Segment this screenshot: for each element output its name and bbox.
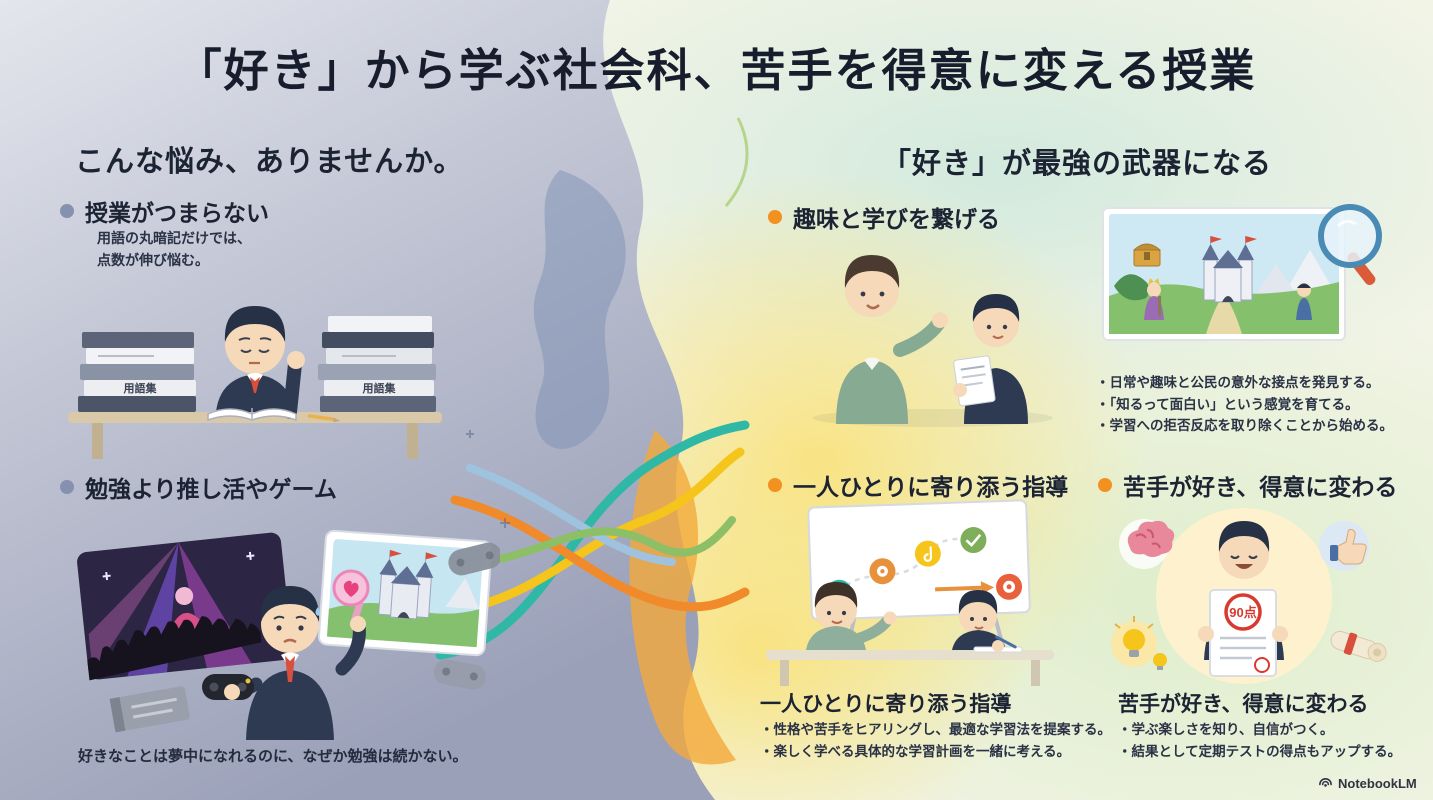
- game-controller-icon: [434, 659, 486, 690]
- blue-blob: [533, 170, 626, 449]
- roadmap-nodes: [826, 527, 1023, 606]
- sparkles: [466, 430, 510, 528]
- writing-student: [952, 590, 1023, 653]
- bullet-line: ・性格や苦手をヒアリングし、最適な学習法を提案する。: [760, 722, 1111, 737]
- bullet-line: ・日常や趣味と公民の意外な接点を発見する。: [1096, 375, 1380, 390]
- concert-screen: [77, 532, 293, 681]
- notebooklm-brand: NotebookLM: [1318, 776, 1417, 791]
- left-item-desc: 用語の丸暗記だけでは、 点数が伸び悩む。: [97, 230, 251, 268]
- score-label: 90点: [1229, 605, 1256, 620]
- diploma-icon: [1330, 630, 1387, 662]
- conversation-illustration: [813, 255, 1053, 427]
- notebooklm-logo-icon: [1319, 778, 1332, 787]
- light-bulb-icon: [1111, 616, 1167, 670]
- section-title: 一人ひとりに寄り添う指導: [793, 474, 1069, 500]
- sparkle-icon: [102, 551, 255, 581]
- book-stack-right: 用語集: [318, 316, 436, 412]
- test-paper: 90点: [1198, 589, 1288, 677]
- section-c-subtitle: 苦手が好き、得意に変わる: [1118, 693, 1369, 716]
- success-illustration: 90点: [1111, 508, 1387, 684]
- left-heading: こんな悩み、ありませんか。: [75, 146, 464, 178]
- confused-student: [202, 569, 370, 740]
- mentor-person: [836, 255, 948, 424]
- section-title: 苦手が好き、得意に変わる: [1123, 474, 1398, 500]
- left-item-boring-class: 授業がつまらない: [60, 194, 269, 228]
- bullet-line: ・「知るって面白い」という感覚を育てる。: [1096, 396, 1359, 412]
- bullet-line: ・学習への拒否反応を取り除くことから始める。: [1096, 418, 1393, 434]
- treasure-chest-icon: [1132, 243, 1162, 267]
- left-caption: 好きなことは夢中になれるのに、なぜか勉強は続かない。: [78, 748, 468, 765]
- section-c-bullets: ・学ぶ楽しさを知り、自信がつく。 ・結果として定期テストの得点もアップする。: [1118, 719, 1428, 762]
- handout-paper: [953, 355, 996, 407]
- castle: [1202, 236, 1257, 303]
- bullet-dot-icon: [768, 478, 782, 492]
- games-oshikatsu-illustration: [77, 529, 500, 740]
- tired-student-illustration: 用語集 用語集: [68, 306, 442, 459]
- bullet-line: ・学ぶ楽しさを知り、自信がつく。: [1118, 722, 1334, 737]
- brand-label: NotebookLM: [1338, 776, 1417, 791]
- tired-student: [216, 306, 305, 419]
- castle-discovery-illustration: [1102, 204, 1382, 341]
- bullet-dot-icon: [1098, 478, 1112, 492]
- gray-textbook: [109, 686, 190, 733]
- bullet-dot-icon: [60, 480, 74, 494]
- section-title: 趣味と学びを繋げる: [793, 206, 1000, 232]
- game-controller-icon: [448, 542, 500, 576]
- book-stack-left: 用語集: [78, 332, 196, 412]
- book-spine-label: 用語集: [124, 381, 158, 395]
- section-weakness-to-strength: 苦手が好き、得意に変わる: [1098, 468, 1397, 502]
- book-spine-label: 用語集: [363, 381, 397, 395]
- castle-card: [1102, 207, 1346, 341]
- castle-picture-frame: [317, 529, 493, 657]
- section-connect-hobbies: 趣味と学びを繋げる: [768, 200, 1000, 234]
- pen-icon: [995, 635, 1017, 649]
- visitor-figure: [1296, 283, 1312, 320]
- left-item-title: 授業がつまらない: [85, 200, 269, 226]
- tutor-person: [806, 582, 897, 650]
- thumbs-up-icon: [1319, 521, 1369, 571]
- student-person: [953, 294, 1028, 424]
- left-item-games: 勉強より推し活やゲーム: [60, 470, 337, 504]
- section-a-bullets: ・日常や趣味と公民の意外な接点を発見する。 ・「知るって面白い」という感覚を育て…: [1096, 372, 1431, 437]
- bullet-dot-icon: [60, 204, 74, 218]
- ribbon-braid: [420, 420, 750, 660]
- bullet-dot-icon: [768, 210, 782, 224]
- open-book: [207, 408, 297, 422]
- section-b-bullets: ・性格や苦手をヒアリングし、最適な学習法を提案する。 ・楽しく学べる具体的な学習…: [760, 719, 1111, 762]
- section-personal-coaching: 一人ひとりに寄り添う指導: [768, 468, 1068, 502]
- princess-figure: [1144, 278, 1164, 320]
- tutoring-illustration: [766, 499, 1054, 686]
- bullet-line: ・楽しく学べる具体的な学習計画を一緒に考える。: [760, 743, 1071, 759]
- magnifier-icon: [1318, 204, 1382, 286]
- brain-icon: [1119, 519, 1175, 569]
- page-title: 「好き」から学ぶ社会科、苦手を得意に変える授業: [176, 45, 1257, 96]
- pencil-icon: [307, 414, 341, 423]
- heart-glowstick-icon: [332, 569, 370, 628]
- left-item-title: 勉強より推し活やゲーム: [85, 476, 337, 502]
- bullet-line: ・結果として定期テストの得点もアップする。: [1118, 743, 1402, 759]
- section-b-subtitle: 一人ひとりに寄り添う指導: [760, 693, 1012, 716]
- right-heading: 「好き」が最強の武器になる: [882, 148, 1273, 180]
